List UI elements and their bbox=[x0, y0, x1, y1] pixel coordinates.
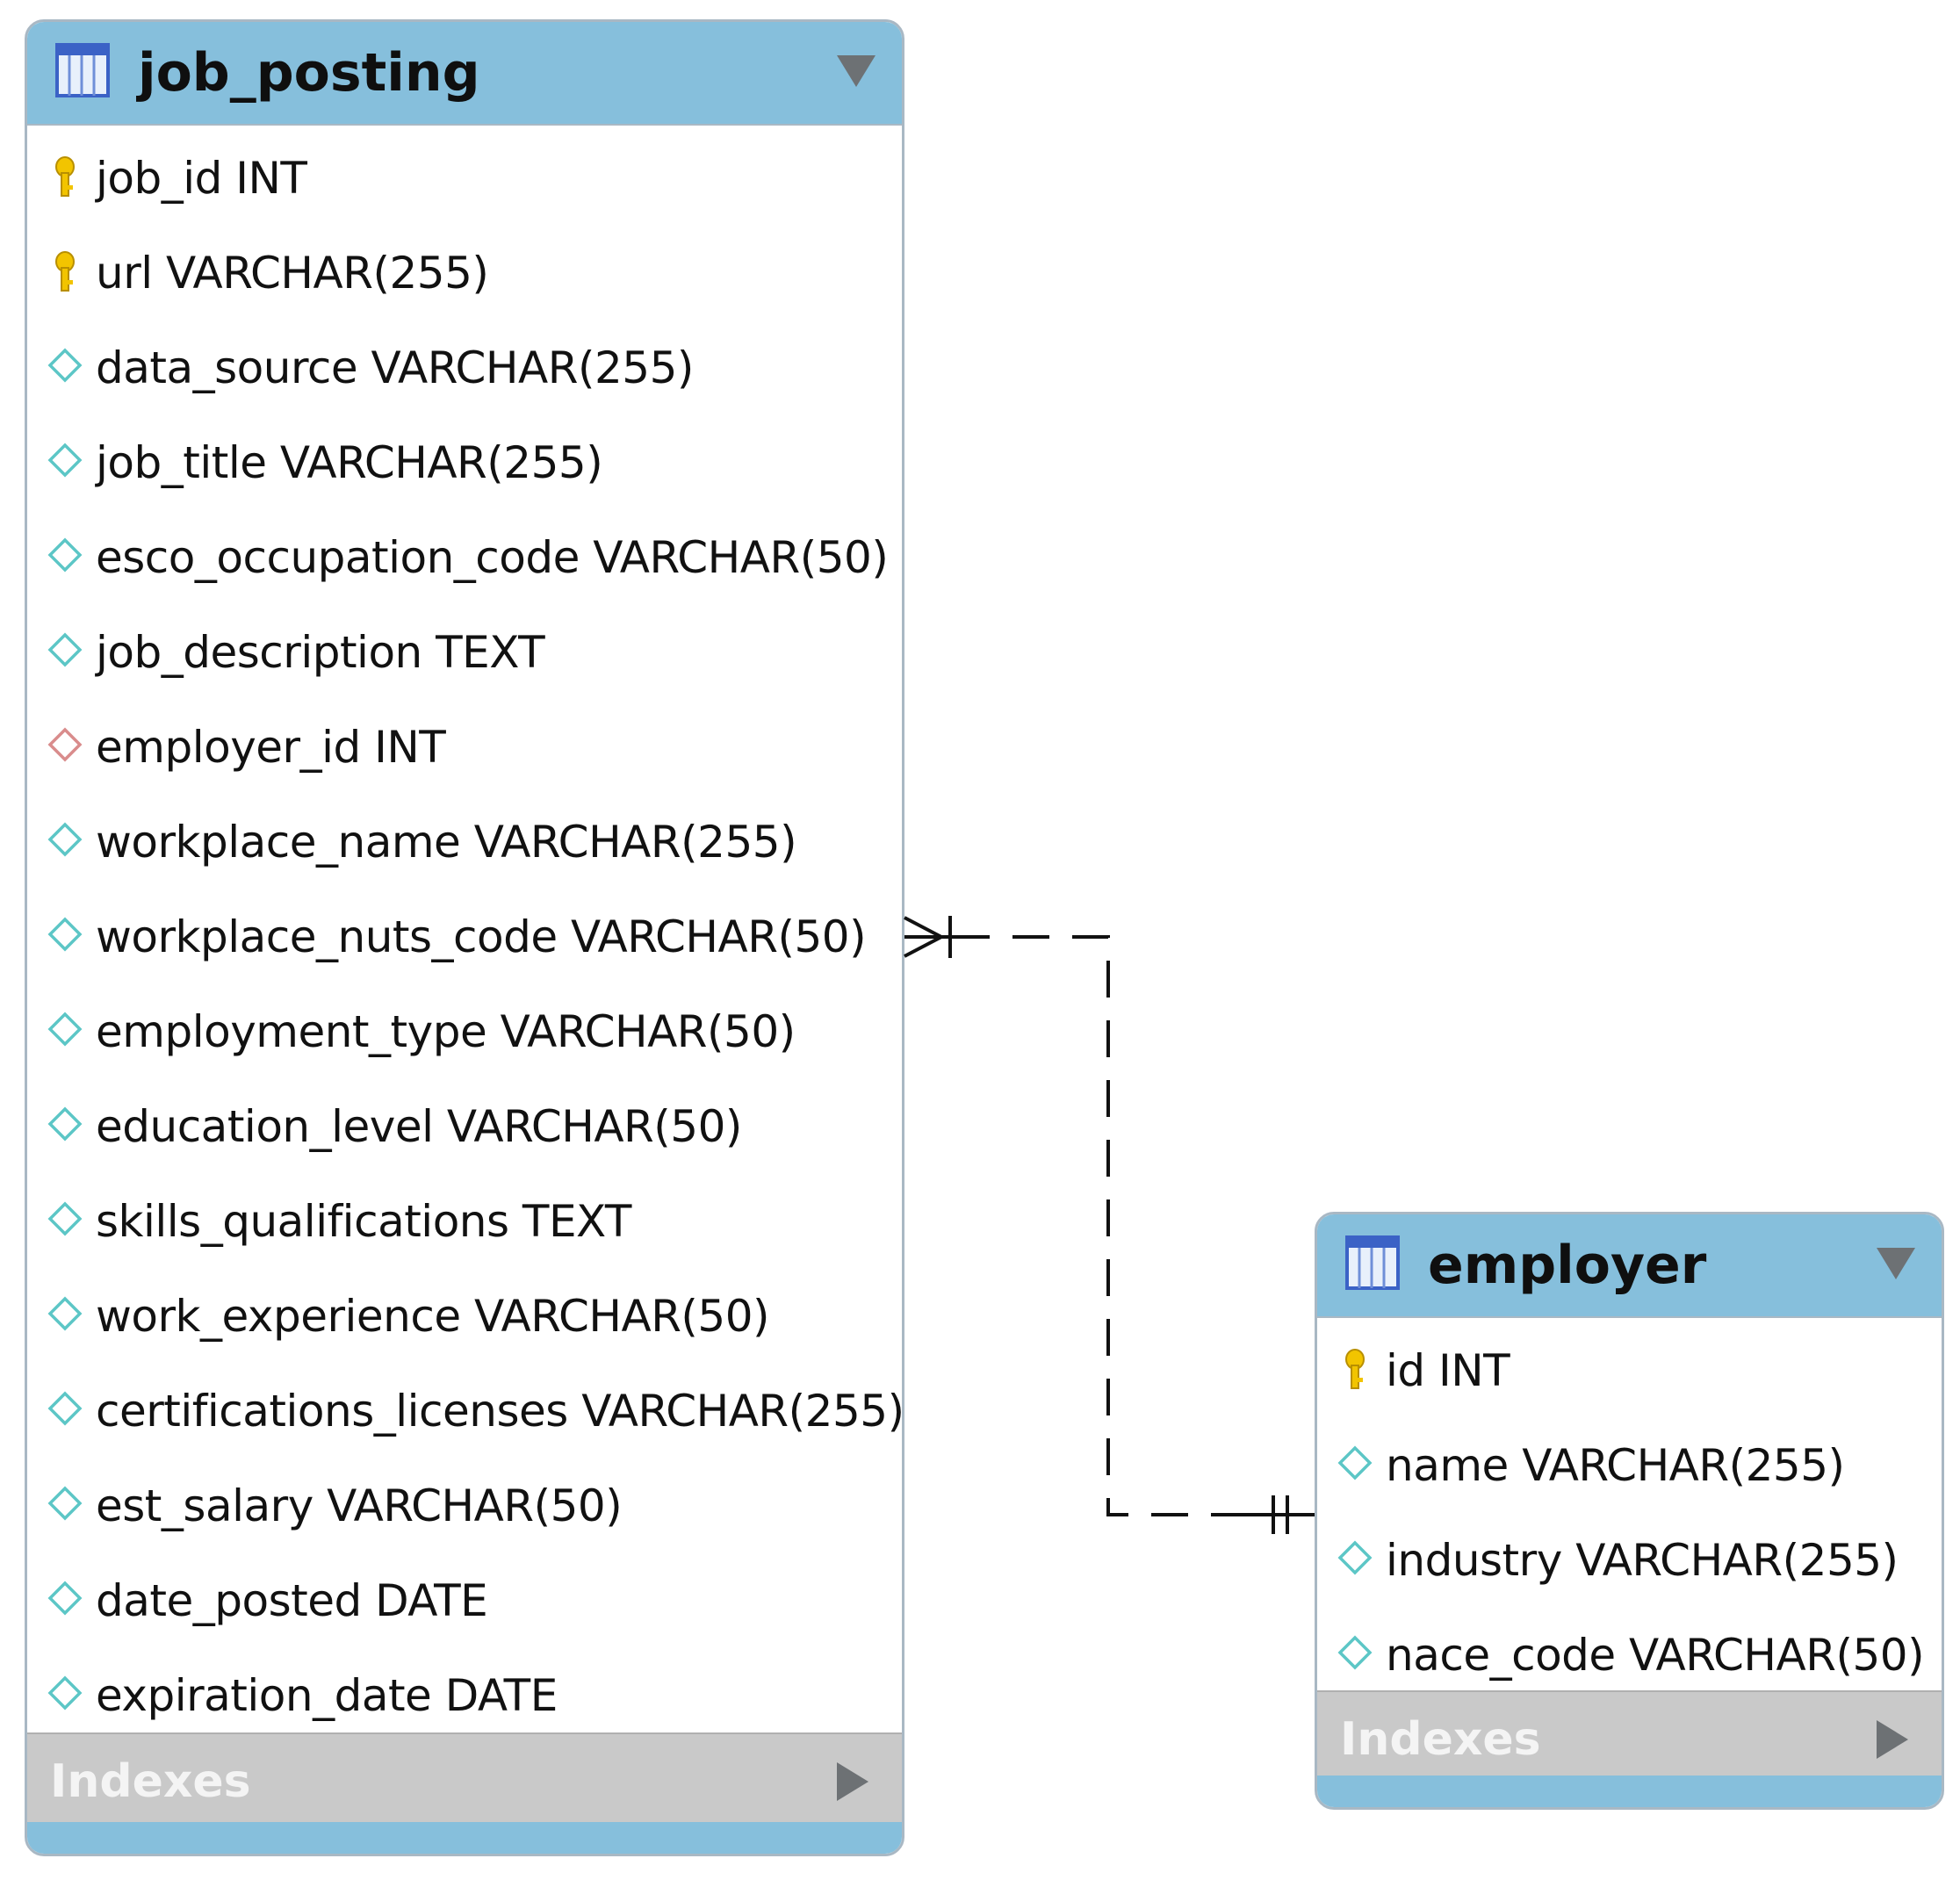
column-diamond-icon bbox=[45, 345, 85, 389]
column-row[interactable]: workplace_name VARCHAR(255) bbox=[27, 796, 902, 891]
expand-arrow-icon[interactable] bbox=[1877, 1720, 1908, 1759]
column-diamond-icon bbox=[45, 1104, 85, 1148]
table-name: employer bbox=[1428, 1235, 1707, 1296]
table-header[interactable]: employer bbox=[1317, 1214, 1942, 1318]
column-label: id INT bbox=[1386, 1345, 1510, 1396]
column-row[interactable]: nace_code VARCHAR(50) bbox=[1317, 1610, 1942, 1704]
column-label: work_experience VARCHAR(50) bbox=[96, 1291, 770, 1342]
column-row[interactable]: data_source VARCHAR(255) bbox=[27, 322, 902, 417]
column-label: employment_type VARCHAR(50) bbox=[96, 1006, 796, 1057]
column-diamond-icon bbox=[45, 1199, 85, 1243]
column-label: certifications_licenses VARCHAR(255) bbox=[96, 1386, 904, 1437]
column-label: expiration_date DATE bbox=[96, 1670, 558, 1721]
column-row[interactable]: job_title VARCHAR(255) bbox=[27, 417, 902, 512]
relationship-line bbox=[953, 935, 1269, 1516]
column-row[interactable]: url VARCHAR(255) bbox=[27, 227, 902, 322]
column-diamond-icon bbox=[45, 1388, 85, 1432]
indexes-label: Indexes bbox=[1340, 1713, 1541, 1766]
column-row[interactable]: esco_occupation_code VARCHAR(50) bbox=[27, 512, 902, 607]
indexes-label: Indexes bbox=[50, 1755, 251, 1808]
column-label: nace_code VARCHAR(50) bbox=[1386, 1630, 1925, 1681]
collapse-arrow-icon[interactable] bbox=[1877, 1248, 1915, 1279]
column-list: job_id INT url VARCHAR(255) data_source VA… bbox=[27, 126, 902, 1745]
column-label: education_level VARCHAR(50) bbox=[96, 1101, 742, 1152]
column-row[interactable]: industry VARCHAR(255) bbox=[1317, 1515, 1942, 1610]
column-row[interactable]: id INT bbox=[1317, 1325, 1942, 1420]
column-row[interactable]: job_id INT bbox=[27, 133, 902, 227]
column-diamond-icon bbox=[1335, 1443, 1375, 1487]
indexes-section[interactable]: Indexes bbox=[1317, 1690, 1942, 1787]
table-job-posting[interactable]: job_posting job_id INT url VARCHAR(255) da… bbox=[25, 19, 904, 1856]
column-row[interactable]: skills_qualifications TEXT bbox=[27, 1176, 902, 1271]
column-diamond-icon bbox=[1335, 1632, 1375, 1676]
indexes-section[interactable]: Indexes bbox=[27, 1732, 902, 1829]
column-label: workplace_nuts_code VARCHAR(50) bbox=[96, 911, 867, 962]
table-icon bbox=[1345, 1235, 1400, 1290]
table-footer bbox=[27, 1822, 902, 1854]
column-label: esco_occupation_code VARCHAR(50) bbox=[96, 532, 889, 583]
column-row[interactable]: employment_type VARCHAR(50) bbox=[27, 986, 902, 1081]
column-diamond-icon bbox=[45, 819, 85, 863]
column-row[interactable]: education_level VARCHAR(50) bbox=[27, 1081, 902, 1176]
table-header[interactable]: job_posting bbox=[27, 22, 902, 126]
collapse-arrow-icon[interactable] bbox=[837, 55, 876, 87]
column-label: skills_qualifications TEXT bbox=[96, 1196, 631, 1247]
column-diamond-icon bbox=[45, 630, 85, 673]
column-label: date_posted DATE bbox=[96, 1575, 488, 1626]
column-row[interactable]: workplace_nuts_code VARCHAR(50) bbox=[27, 891, 902, 986]
foreign-key-diamond-icon bbox=[45, 724, 85, 768]
column-diamond-icon bbox=[45, 1009, 85, 1053]
table-icon bbox=[55, 43, 110, 97]
column-label: url VARCHAR(255) bbox=[96, 248, 489, 299]
many-side-crowfoot-icon bbox=[904, 916, 966, 958]
column-label: workplace_name VARCHAR(255) bbox=[96, 817, 797, 868]
column-diamond-icon bbox=[45, 1483, 85, 1527]
column-label: employer_id INT bbox=[96, 722, 446, 773]
column-row[interactable]: date_posted DATE bbox=[27, 1555, 902, 1650]
table-footer bbox=[1317, 1776, 1942, 1807]
column-diamond-icon bbox=[45, 440, 85, 484]
column-row[interactable]: job_description TEXT bbox=[27, 607, 902, 702]
column-label: name VARCHAR(255) bbox=[1386, 1440, 1845, 1491]
primary-key-icon bbox=[45, 250, 85, 294]
column-label: job_description TEXT bbox=[96, 627, 545, 678]
column-diamond-icon bbox=[1335, 1538, 1375, 1581]
one-side-bar-icon bbox=[1240, 1495, 1315, 1534]
column-diamond-icon bbox=[45, 914, 85, 958]
column-row[interactable]: certifications_licenses VARCHAR(255) bbox=[27, 1365, 902, 1460]
column-label: job_title VARCHAR(255) bbox=[96, 437, 603, 488]
primary-key-icon bbox=[45, 155, 85, 199]
column-row[interactable]: work_experience VARCHAR(50) bbox=[27, 1271, 902, 1365]
column-diamond-icon bbox=[45, 1673, 85, 1717]
column-row[interactable]: employer_id INT bbox=[27, 702, 902, 796]
column-label: job_id INT bbox=[96, 153, 307, 204]
expand-arrow-icon[interactable] bbox=[837, 1762, 868, 1801]
table-employer[interactable]: employer id INT name VARCHAR(255) industry… bbox=[1315, 1212, 1944, 1810]
column-row[interactable]: est_salary VARCHAR(50) bbox=[27, 1460, 902, 1555]
column-label: est_salary VARCHAR(50) bbox=[96, 1480, 623, 1531]
column-row[interactable]: name VARCHAR(255) bbox=[1317, 1420, 1942, 1515]
column-diamond-icon bbox=[45, 1293, 85, 1337]
column-label: data_source VARCHAR(255) bbox=[96, 342, 694, 393]
column-label: industry VARCHAR(255) bbox=[1386, 1535, 1899, 1586]
column-diamond-icon bbox=[45, 535, 85, 579]
primary-key-icon bbox=[1335, 1348, 1375, 1392]
column-list: id INT name VARCHAR(255) industry VARCHAR(… bbox=[1317, 1318, 1942, 1704]
table-name: job_posting bbox=[138, 42, 480, 104]
column-row[interactable]: expiration_date DATE bbox=[27, 1650, 902, 1745]
column-diamond-icon bbox=[45, 1578, 85, 1622]
